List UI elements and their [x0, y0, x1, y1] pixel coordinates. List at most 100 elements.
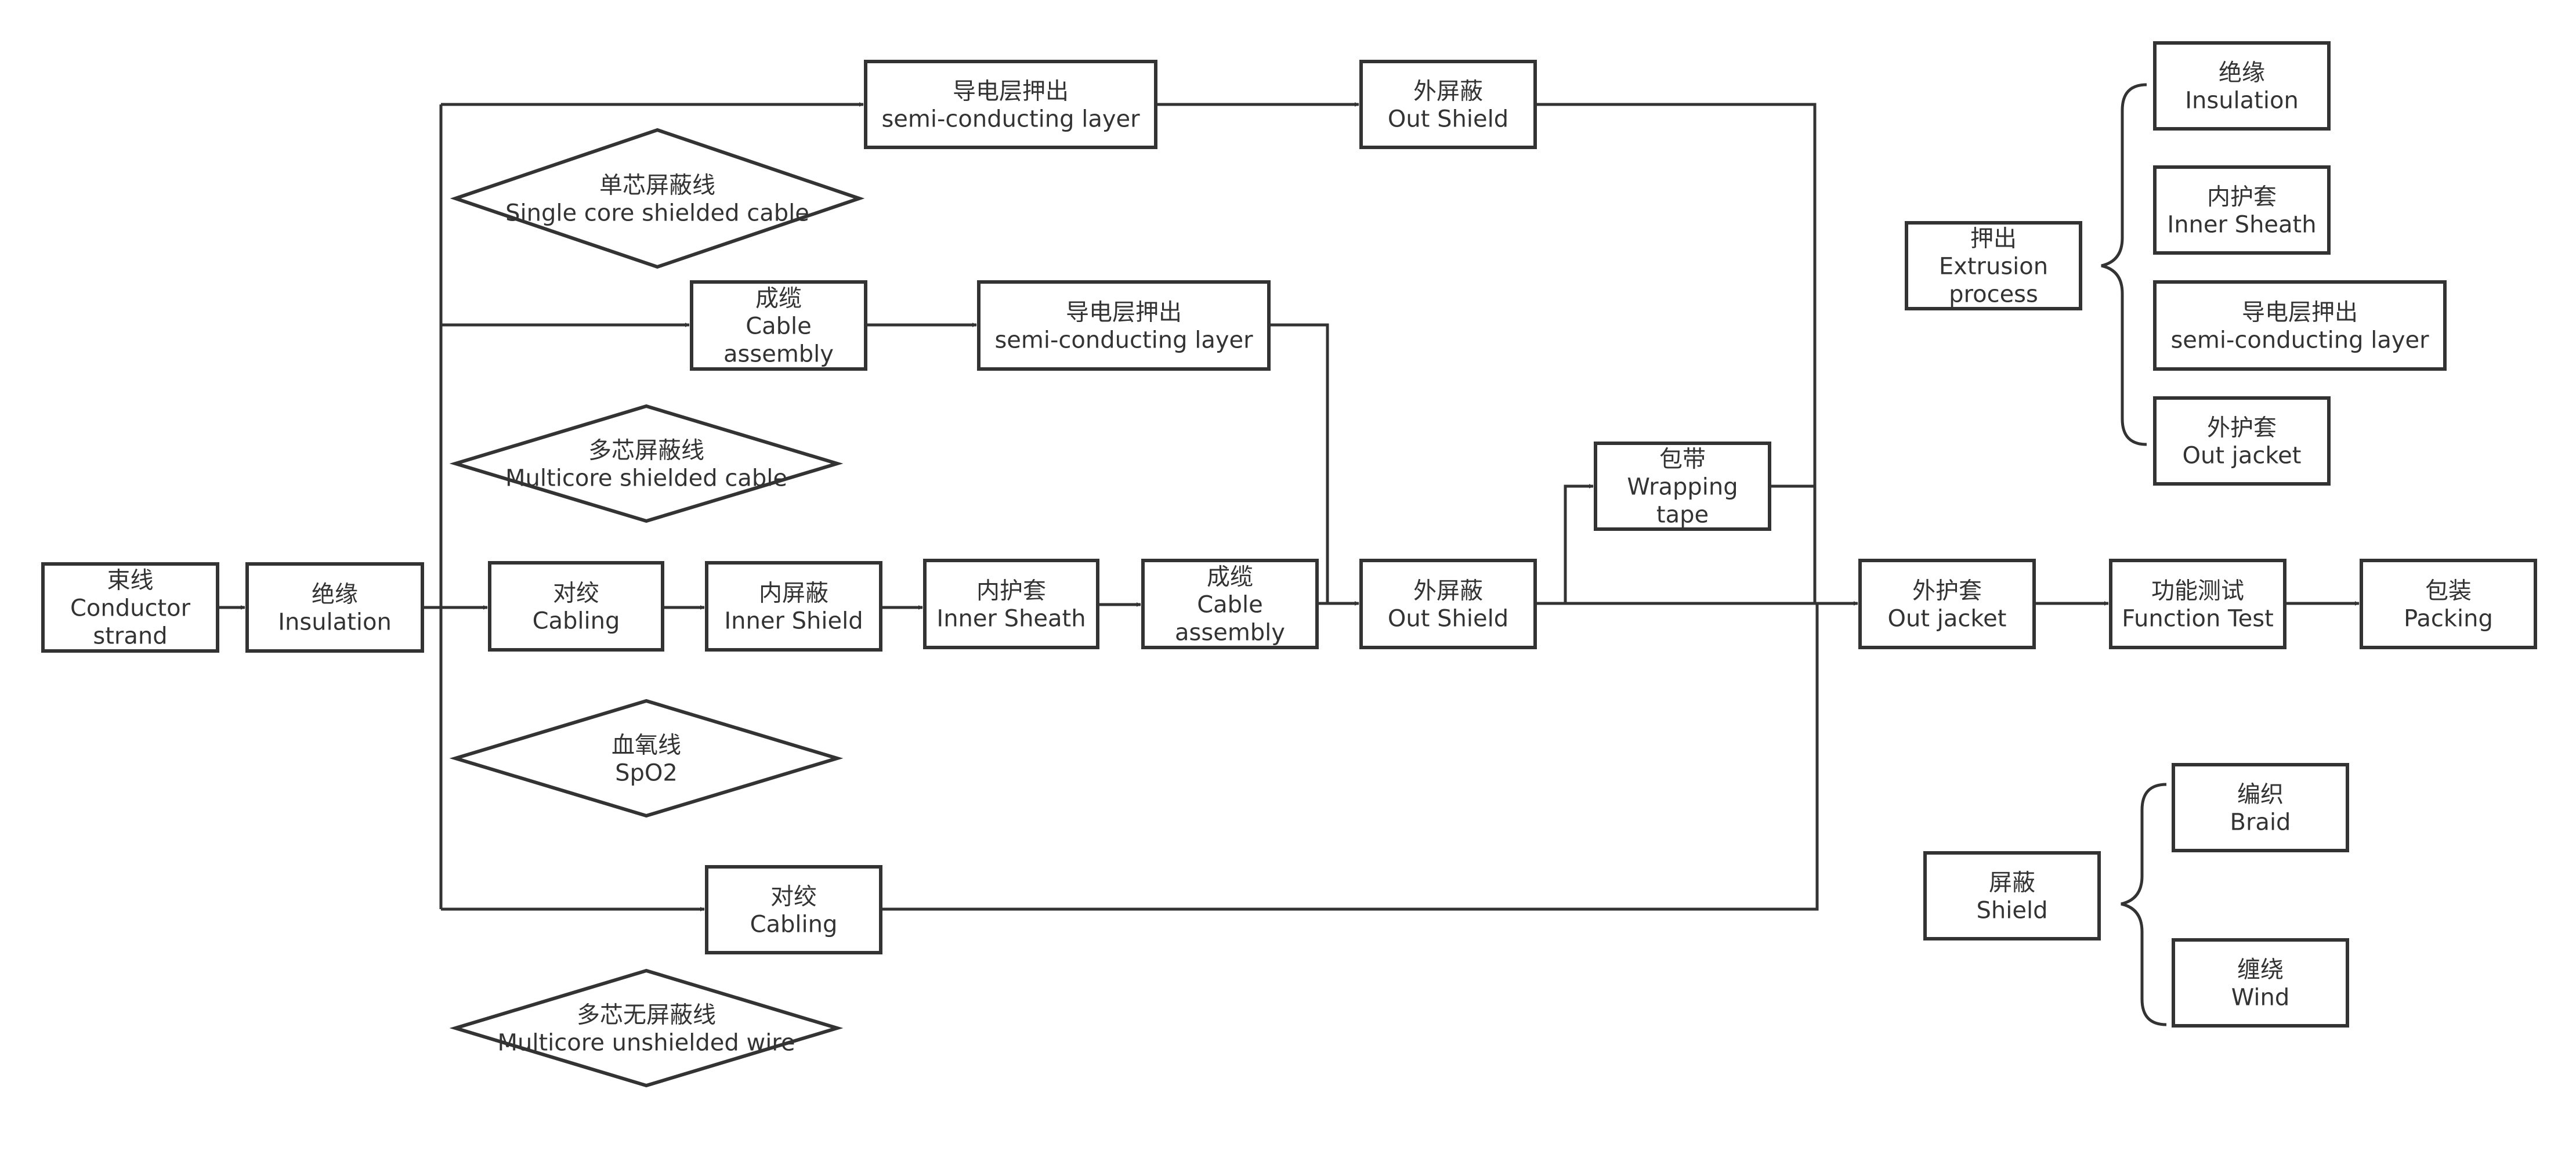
legend-extrusion-semi-conducting-layer-text-2: semi-conducting layer — [2170, 327, 2429, 353]
legend-extrusion-brace — [2101, 83, 2147, 446]
legend-shield-braid-text-2: Braid — [2230, 809, 2291, 835]
diamond-single-core-shielded-cable — [450, 128, 865, 269]
line-cabling-bottom-to-merge — [881, 603, 1819, 911]
connectors — [218, 102, 2360, 911]
legend-extrusion-inner-sheath — [2153, 165, 2331, 255]
legend-shield-wind-text-1: 缠绕 — [2237, 956, 2284, 983]
node-out-shield-text-1: 外屏蔽 — [1413, 577, 1483, 604]
node-cable-assembly-top-text-3: assembly — [723, 341, 834, 367]
diamond-spo2-text-2: SpO2 — [615, 759, 678, 786]
node-out-jacket-text-2: Out jacket — [1888, 605, 2007, 632]
node-cabling — [488, 561, 664, 652]
legend-extrusion-out-jacket — [2153, 396, 2331, 486]
node-cable-assembly — [1141, 559, 1319, 649]
legend-extrusion-group-text-2: Extrusion — [1939, 253, 2048, 280]
node-packing-text-2: Packing — [2404, 605, 2493, 632]
legend-extrusion-group-text-1: 押出 — [1970, 225, 2017, 252]
legend-shield-wind-text-2: Wind — [2231, 984, 2290, 1011]
node-out-jacket — [1858, 559, 2036, 649]
node-cable-assembly-text-3: assembly — [1175, 619, 1285, 646]
node-insulation — [245, 562, 424, 653]
node-function-test-text-1: 功能测试 — [2151, 577, 2244, 604]
node-cable-assembly-top-text-1: 成缆 — [755, 285, 802, 312]
diamond-multicore-unshielded-wire-text-2: Multicore unshielded wire — [498, 1029, 795, 1056]
diamond-multicore-unshielded-wire-text-1: 多芯无屏蔽线 — [577, 1001, 716, 1028]
legend-extrusion-semi-conducting-layer — [2153, 280, 2447, 371]
line-outshield-top-to-merge — [1535, 103, 1817, 603]
node-cabling-text-2: Cabling — [533, 607, 620, 634]
legend-extrusion-insulation-text-1: 绝缘 — [2219, 59, 2265, 86]
node-out-shield-top — [1359, 60, 1537, 149]
legend-shield-braid — [2172, 763, 2349, 852]
legend-extrusion-out-jacket-text-2: Out jacket — [2183, 442, 2302, 469]
diamond-multicore-shielded-cable-text-2: Multicore shielded cable — [505, 465, 787, 491]
node-wrapping-tape — [1594, 442, 1771, 531]
node-out-shield-top-text-1: 外屏蔽 — [1413, 78, 1483, 104]
legend-extrusion-insulation — [2153, 41, 2331, 131]
node-inner-sheath-text-1: 内护套 — [976, 577, 1046, 604]
line-wrapping-tape-to-merge — [1770, 484, 1817, 603]
shapes — [41, 41, 2537, 1088]
node-cabling-text-1: 对绞 — [553, 580, 599, 606]
node-cabling-bottom-text-2: Cabling — [750, 911, 838, 938]
arrow-to-wrapping-tape — [1564, 484, 1594, 603]
diamond-spo2-text-1: 血氧线 — [612, 732, 681, 758]
node-semi-conducting-layer-mid-text-1: 导电层押出 — [1066, 299, 1182, 325]
node-inner-shield-text-2: Inner Shield — [724, 607, 863, 634]
node-out-shield — [1359, 559, 1537, 649]
legend-shield-brace — [2121, 783, 2167, 1026]
node-packing — [2360, 559, 2537, 649]
legend-extrusion-out-jacket-text-1: 外护套 — [2207, 414, 2277, 441]
node-wrapping-tape-text-2: Wrapping — [1627, 473, 1738, 500]
node-inner-shield-text-1: 内屏蔽 — [759, 580, 828, 606]
node-inner-shield — [705, 561, 882, 652]
diamond-multicore-unshielded-wire — [449, 968, 844, 1088]
legend-shield-group-text-1: 屏蔽 — [1989, 869, 2035, 896]
legend-shield-group-text-2: Shield — [1977, 897, 2048, 924]
diamond-multicore-shielded-cable-text-1: 多芯屏蔽线 — [588, 437, 704, 464]
node-cable-assembly-top — [690, 280, 867, 371]
node-conductor-strand-text-3: strand — [93, 623, 167, 649]
node-wrapping-tape-text-3: tape — [1656, 501, 1709, 528]
node-cable-assembly-text-1: 成缆 — [1207, 563, 1253, 590]
node-cabling-bottom — [705, 865, 882, 954]
node-semi-conducting-layer-mid — [977, 280, 1271, 371]
node-inner-sheath-text-2: Inner Sheath — [936, 605, 1086, 632]
legend-extrusion-inner-sheath-text-2: Inner Sheath — [2167, 211, 2316, 238]
node-cable-assembly-text-2: Cable — [1197, 591, 1263, 618]
node-insulation-text-2: Insulation — [278, 609, 392, 635]
legend-extrusion-semi-conducting-layer-text-1: 导电层押出 — [2242, 299, 2358, 325]
legend-extrusion-inner-sheath-text-1: 内护套 — [2207, 183, 2277, 210]
node-inner-sheath — [923, 559, 1099, 649]
legend-extrusion-insulation-text-2: Insulation — [2185, 87, 2299, 114]
node-cabling-bottom-text-1: 对绞 — [770, 883, 817, 910]
node-semi-conducting-layer-top-text-1: 导电层押出 — [953, 78, 1069, 104]
node-conductor-strand — [41, 562, 219, 653]
node-wrapping-tape-text-1: 包带 — [1659, 446, 1706, 472]
diamond-single-core-shielded-cable-text-2: Single core shielded cable — [505, 200, 809, 226]
legend-extrusion-group-text-3: process — [1949, 281, 2038, 308]
